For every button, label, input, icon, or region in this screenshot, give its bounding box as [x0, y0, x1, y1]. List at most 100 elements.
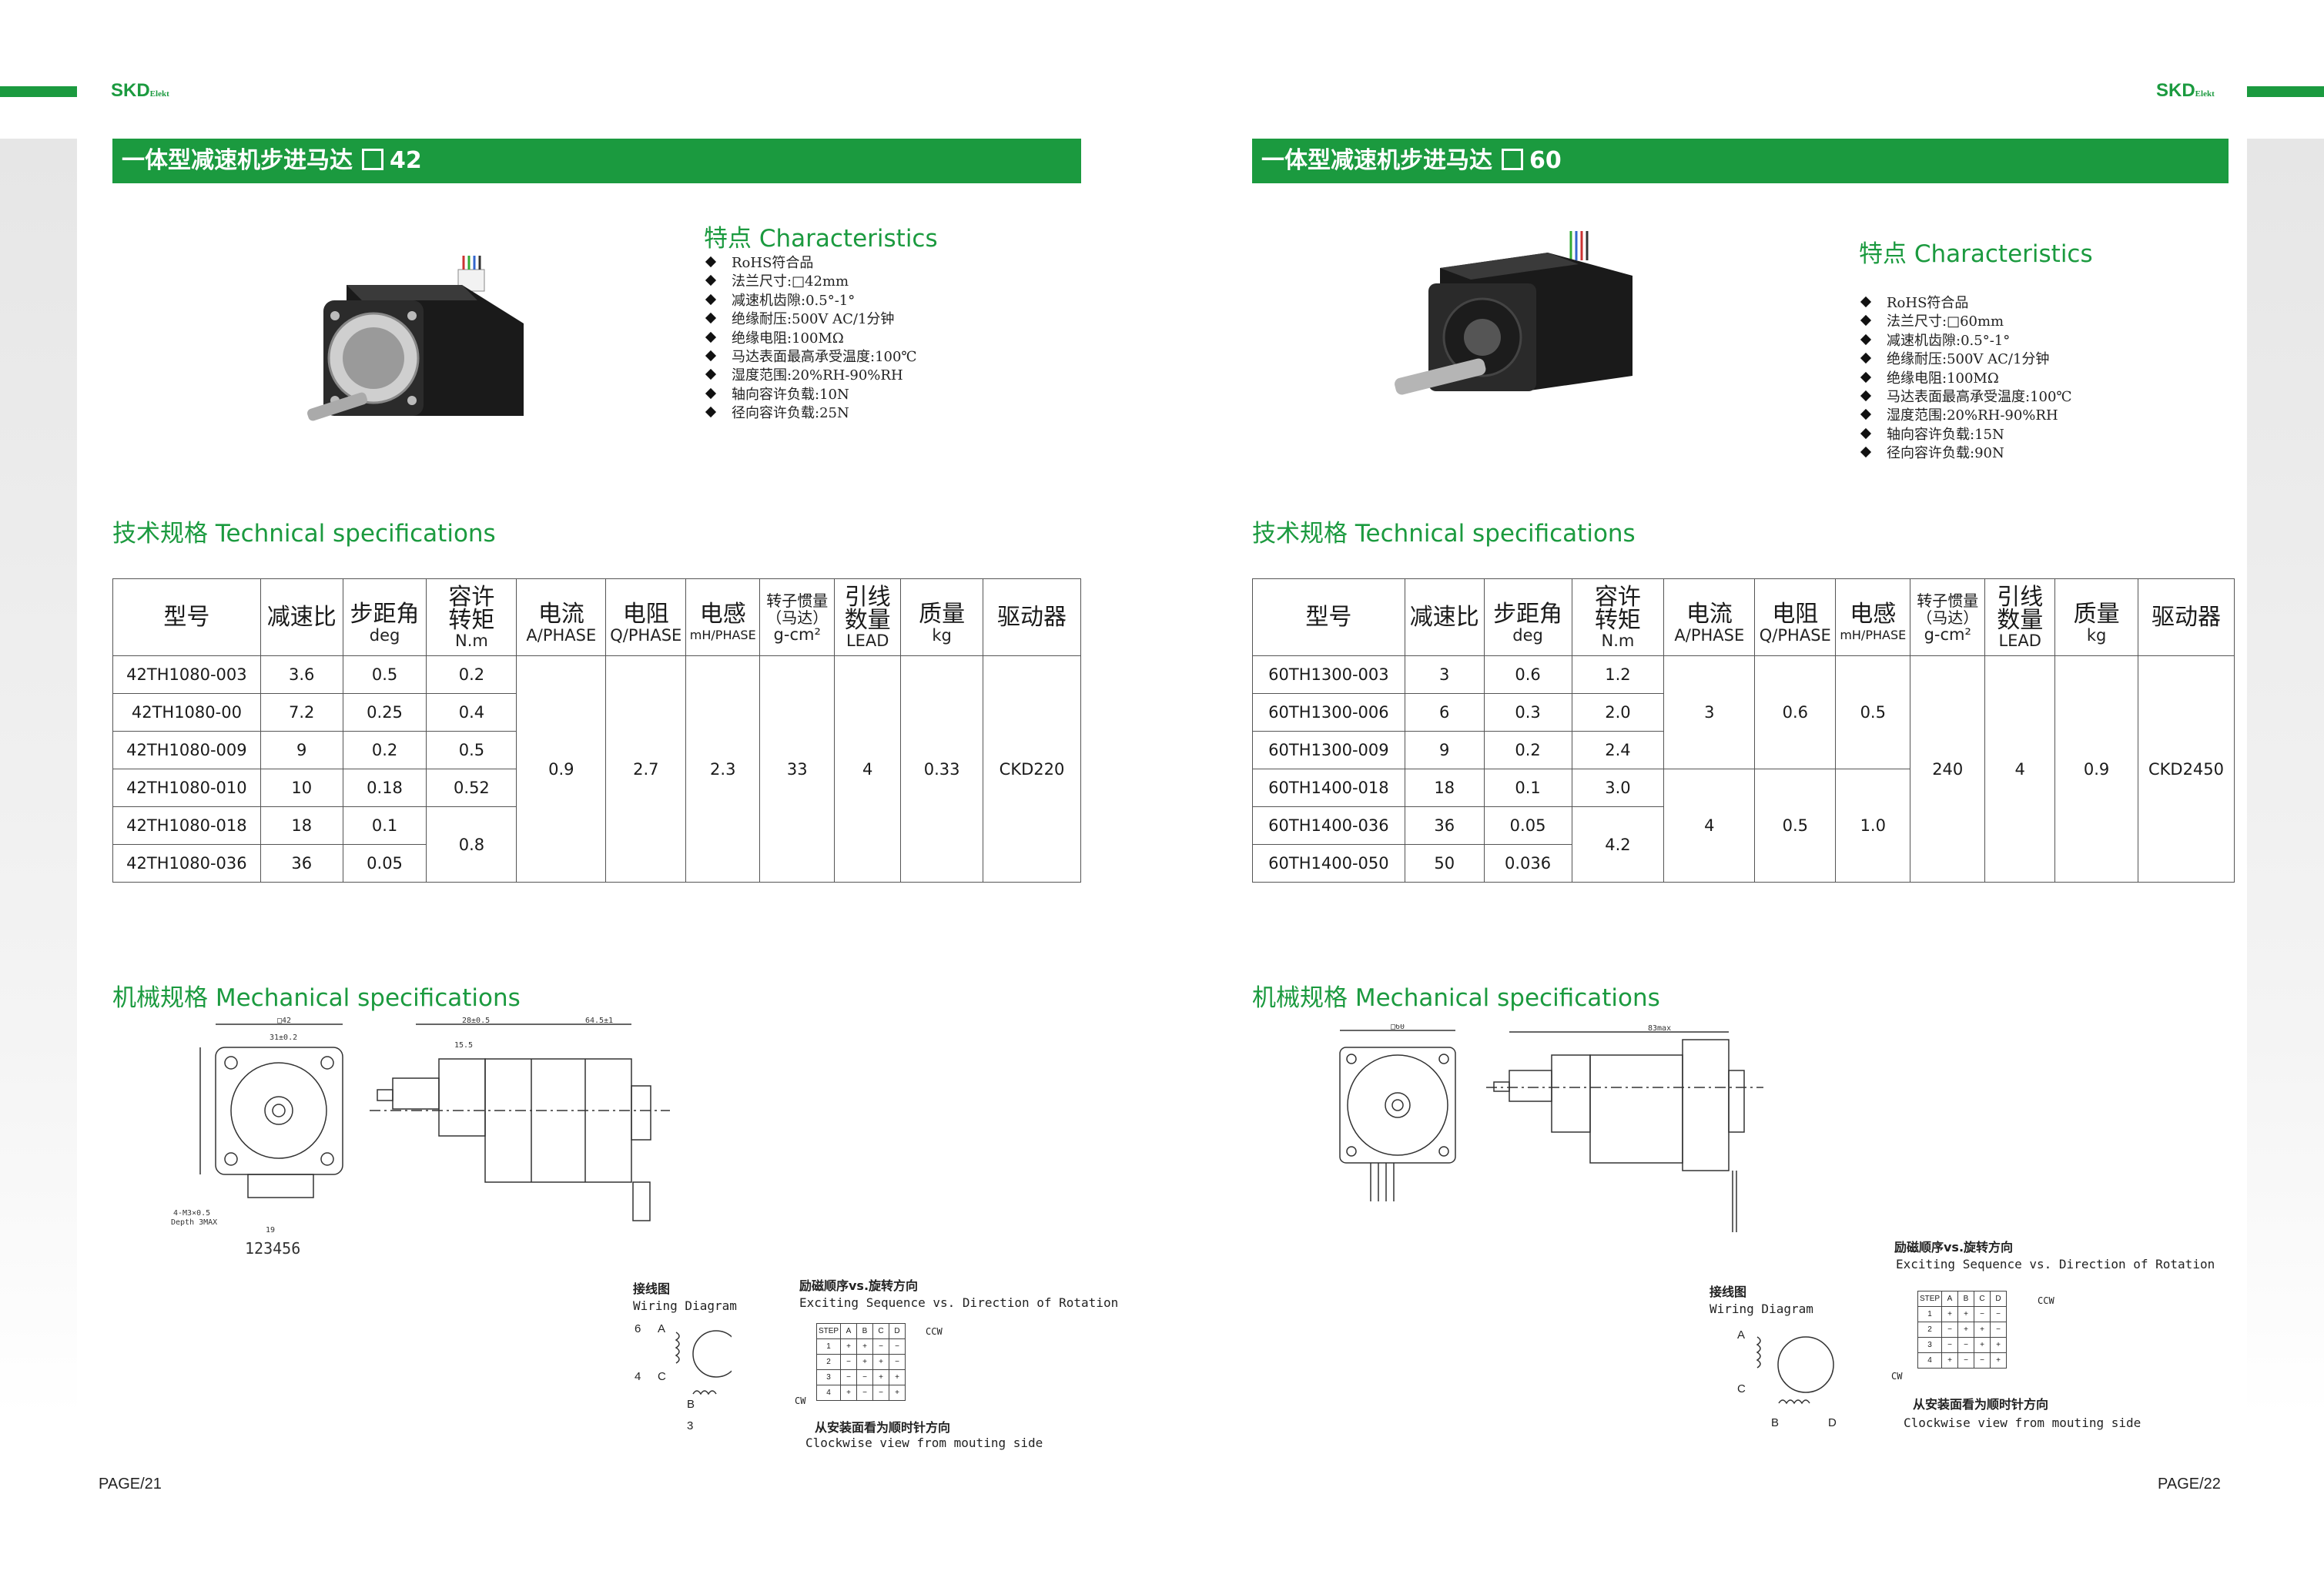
bullet-diamond-icon — [1860, 315, 1872, 327]
sequence-foot-cn: 从安装面看为顺时针方向 — [1913, 1397, 2049, 1412]
col-header: 转子惯量（马达）g-cm² — [1910, 578, 1986, 656]
left-feature-list: RoHS符合品 法兰尺寸:□42mm 减速机齿隙:0.5°-1° 绝缘耐压:50… — [704, 254, 917, 424]
wiring-title-en: Wiring Diagram — [1710, 1302, 1813, 1316]
sequence-foot-cn: 从安装面看为顺时针方向 — [815, 1420, 951, 1435]
feature-item: 减速机齿隙:0.5°-1° — [1859, 332, 2072, 350]
sequence-title-en: Exciting Sequence vs. Direction of Rotat… — [1896, 1257, 2215, 1271]
sequence-foot-en: Clockwise view from mouting side — [1904, 1415, 2141, 1430]
feature-item: 绝缘电阻:100MΩ — [704, 330, 917, 348]
logo-suffix: Elekt — [2195, 89, 2215, 99]
bullet-diamond-icon — [1860, 427, 1872, 439]
svg-text:A: A — [1737, 1328, 1745, 1342]
bullet-diamond-icon — [705, 369, 717, 380]
page-number-right: PAGE/22 — [2158, 1476, 2221, 1493]
left-title-bar: 一体型减速机步进马达 42 — [112, 139, 1081, 183]
feature-item: 径向容许负载:90N — [1859, 444, 2072, 463]
left-mech-heading: 机械规格 Mechanical specifications — [112, 984, 521, 1012]
bullet-diamond-icon — [705, 256, 717, 268]
right-margin-panel — [2247, 139, 2324, 1417]
cw-label: CW — [1891, 1371, 1903, 1382]
motor-photo-60 — [1395, 231, 1632, 395]
left-tech-heading: 技术规格 Technical specifications — [112, 520, 496, 548]
feature-item: 绝缘耐压:500V AC/1分钟 — [1859, 350, 2072, 369]
page-number-left: PAGE/21 — [99, 1476, 162, 1493]
right-mechanical-drawing: □60 83max — [1339, 1024, 1763, 1232]
col-header: 型号 — [1252, 578, 1405, 656]
feature-item: 法兰尺寸:□60mm — [1859, 313, 2072, 331]
dim-label: 4-M3×0.5 — [173, 1209, 210, 1218]
sequence-title-cn: 励磁顺序vs.旋转方向 — [1894, 1240, 2014, 1255]
right-top-bar — [2247, 86, 2324, 97]
title-text: 一体型减速机步进马达 — [122, 147, 353, 174]
feature-item: 绝缘电阻:100MΩ — [1859, 370, 2072, 388]
pin-numbers: 123456 — [245, 1239, 300, 1258]
svg-text:3: 3 — [687, 1419, 693, 1432]
feature-item: 法兰尺寸:□42mm — [704, 273, 917, 291]
feature-item: 减速机齿隙:0.5°-1° — [704, 292, 917, 310]
dim-label: 28±0.5 — [462, 1017, 490, 1025]
square-symbol-icon — [1502, 149, 1523, 170]
left-margin-panel — [0, 139, 77, 1417]
col-header: 驱动器 — [983, 578, 1081, 656]
logo-suffix: Elekt — [149, 89, 169, 99]
dim-label: Depth 3MAX — [171, 1218, 217, 1227]
feature-item: 马达表面最高承受温度:100℃ — [1859, 388, 2072, 407]
feature-item: 轴向容许负载:15N — [1859, 426, 2072, 444]
ccw-label: CCW — [2038, 1295, 2054, 1306]
left-logo: SKDElekt — [111, 80, 169, 102]
svg-text:C: C — [658, 1370, 666, 1383]
feature-item: 湿度范围:20%RH-90%RH — [1859, 407, 2072, 425]
dim-label: 19 — [266, 1226, 275, 1235]
left-top-bar — [0, 86, 77, 97]
col-header: 转子惯量（马达）g-cm² — [759, 578, 836, 656]
bullet-diamond-icon — [705, 331, 717, 343]
bullet-diamond-icon — [705, 313, 717, 324]
title-size: 42 — [390, 147, 422, 174]
svg-text:6: 6 — [635, 1322, 641, 1335]
title-size: 60 — [1529, 147, 1562, 174]
feature-item: 轴向容许负载:10N — [704, 386, 917, 404]
bullet-diamond-icon — [1860, 447, 1872, 458]
right-logo: SKDElekt — [2156, 80, 2215, 102]
bullet-diamond-icon — [1860, 333, 1872, 345]
sequence-title-cn: 励磁顺序vs.旋转方向 — [799, 1278, 919, 1293]
dim-label: □42 — [277, 1017, 291, 1025]
wiring-diagram: A C B D — [1737, 1328, 1837, 1429]
left-characteristics-heading: 特点 Characteristics — [704, 225, 938, 253]
right-mech-heading: 机械规格 Mechanical specifications — [1252, 984, 1660, 1012]
feature-item: RoHS符合品 — [1859, 294, 2072, 313]
svg-text:B: B — [1771, 1416, 1779, 1429]
feature-item: 绝缘耐压:500V AC/1分钟 — [704, 310, 917, 329]
dim-label: □60 — [1391, 1024, 1405, 1031]
left-mechanical-drawing: □42 31±0.2 28±0.5 15.5 64.5±1 4-M3×0.5 D… — [171, 1017, 670, 1258]
logo-text: SKD — [111, 80, 150, 101]
bullet-diamond-icon — [1860, 353, 1872, 364]
cw-label: CW — [795, 1395, 806, 1406]
bullet-diamond-icon — [1860, 390, 1872, 402]
right-feature-list: RoHS符合品 法兰尺寸:□60mm 减速机齿隙:0.5°-1° 绝缘耐压:50… — [1859, 294, 2072, 464]
square-symbol-icon — [362, 149, 383, 170]
feature-item: 径向容许负载:25N — [704, 404, 917, 423]
